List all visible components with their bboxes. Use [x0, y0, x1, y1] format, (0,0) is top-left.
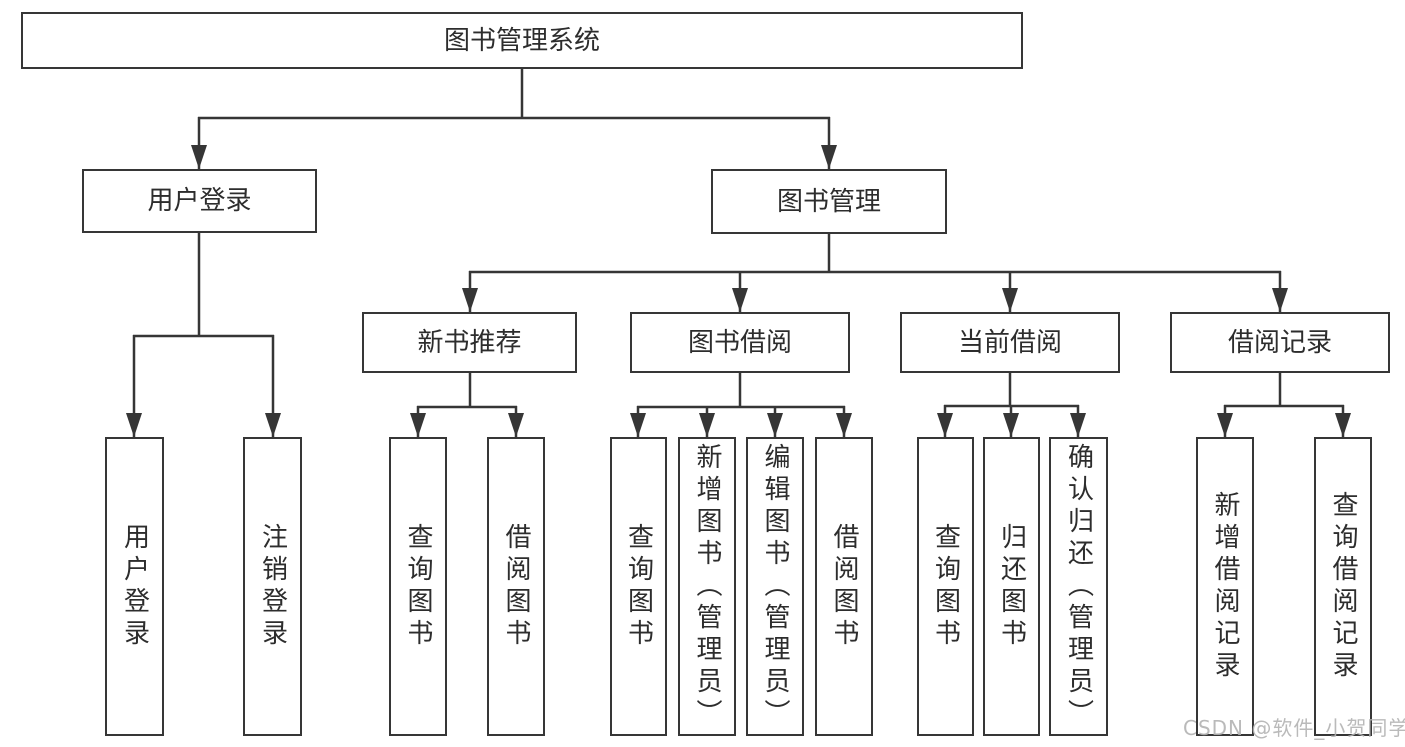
- node-label: 查询借阅记录: [1328, 490, 1358, 683]
- node-label: 借阅图书: [501, 522, 531, 651]
- node-label: 用户登录: [119, 522, 150, 651]
- node-label: 借阅图书: [829, 522, 859, 651]
- leaf-return-book: 归还图书: [983, 437, 1040, 736]
- leaf-query-books-borrowing: 查询图书: [610, 437, 667, 736]
- leaf-logout: 注销登录: [243, 437, 302, 736]
- node-label: 图书管理系统: [443, 25, 600, 56]
- node-label: 查询图书: [403, 522, 433, 651]
- leaf-query-borrow-record: 查询借阅记录: [1314, 437, 1372, 736]
- node-borrowing-records: 借阅记录: [1170, 312, 1390, 373]
- node-new-book-recommendation: 新书推荐: [362, 312, 577, 373]
- node-label: 注销登录: [257, 522, 288, 651]
- csdn-watermark: CSDN @软件_小贺同学: [1183, 716, 1405, 740]
- node-label: 确认归还（管理员）: [1063, 442, 1094, 731]
- node-book-management: 图书管理: [711, 169, 947, 234]
- leaf-add-book-admin: 新增图书（管理员）: [678, 437, 736, 736]
- node-label: 用户登录: [147, 186, 252, 216]
- node-label: 新书推荐: [417, 327, 522, 358]
- node-label: 编辑图书（管理员）: [760, 442, 790, 731]
- node-label: 查询图书: [930, 522, 961, 651]
- node-user-login: 用户登录: [82, 169, 317, 233]
- node-current-borrowing: 当前借阅: [900, 312, 1120, 373]
- node-label: 新增图书（管理员）: [692, 442, 722, 731]
- leaf-confirm-return-admin: 确认归还（管理员）: [1049, 437, 1108, 736]
- node-label: 借阅记录: [1227, 327, 1332, 358]
- node-label: 当前借阅: [957, 327, 1062, 358]
- node-book-borrowing: 图书借阅: [630, 312, 850, 373]
- node-root-library-management-system: 图书管理系统: [21, 12, 1023, 69]
- node-label: 查询图书: [623, 522, 654, 651]
- node-label: 新增借阅记录: [1210, 490, 1240, 683]
- leaf-query-books-recommend: 查询图书: [389, 437, 447, 736]
- leaf-user-login: 用户登录: [105, 437, 164, 736]
- node-label: 归还图书: [996, 522, 1027, 651]
- leaf-edit-book-admin: 编辑图书（管理员）: [746, 437, 804, 736]
- leaf-borrow-books-recommend: 借阅图书: [487, 437, 545, 736]
- leaf-query-books-current: 查询图书: [917, 437, 974, 736]
- leaf-add-borrow-record: 新增借阅记录: [1196, 437, 1254, 736]
- node-label: 图书借阅: [687, 327, 792, 358]
- leaf-borrow-books-borrowing: 借阅图书: [815, 437, 873, 736]
- node-label: 图书管理: [776, 186, 881, 217]
